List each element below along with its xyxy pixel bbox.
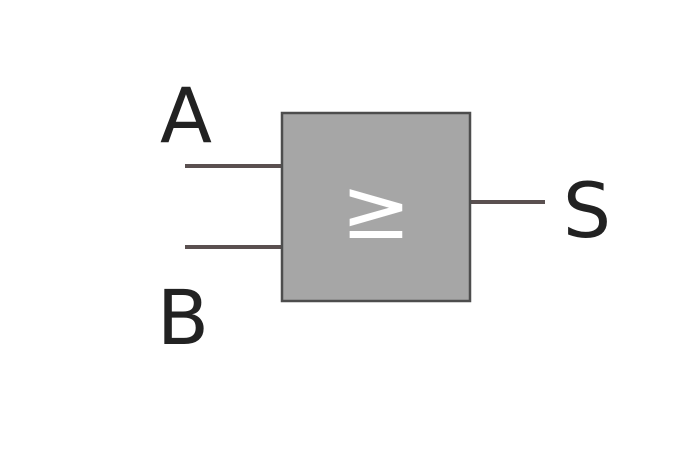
input-label-a: A <box>160 71 212 160</box>
gate-symbol: ≥ <box>341 160 411 258</box>
gate-body <box>280 111 472 303</box>
output-label-s: S <box>563 166 611 255</box>
input-label-b: B <box>157 273 209 362</box>
